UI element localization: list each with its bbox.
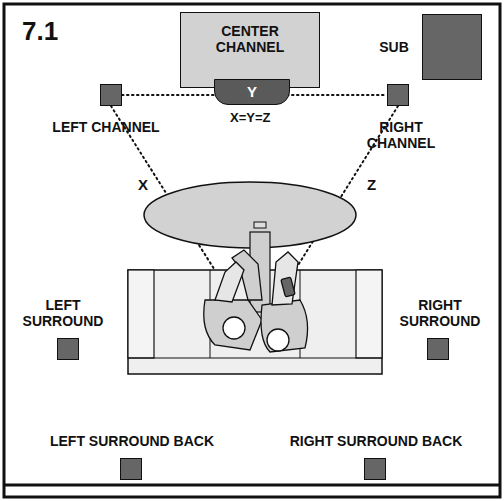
diagram-title: 7.1 bbox=[22, 16, 58, 46]
subwoofer: SUB bbox=[422, 14, 482, 80]
speaker-label: SUB bbox=[371, 39, 417, 55]
speaker: LEFT CHANNEL bbox=[100, 84, 122, 106]
dimension-label: X=Y=Z bbox=[228, 110, 272, 126]
speaker-label: RIGHT CHANNEL bbox=[346, 119, 456, 151]
room-outline bbox=[4, 4, 500, 497]
dimension-label: Z bbox=[365, 176, 378, 194]
speaker-label: LEFT SURROUND bbox=[13, 297, 113, 329]
dimension-label: X bbox=[136, 176, 150, 194]
speaker-label: LEFT SURROUND BACK bbox=[22, 433, 242, 449]
tv-center-channel: CENTER CHANNELY bbox=[180, 12, 320, 88]
speaker: RIGHT SURROUND BACK bbox=[364, 458, 386, 480]
speaker: LEFT SURROUND bbox=[57, 338, 79, 360]
speaker-label: CENTER CHANNEL bbox=[181, 13, 319, 55]
speaker-label: RIGHT SURROUND BACK bbox=[266, 433, 486, 449]
people bbox=[204, 250, 308, 352]
speaker-label: RIGHT SURROUND bbox=[394, 297, 486, 329]
speaker-label: Y bbox=[215, 80, 289, 103]
speaker: RIGHT CHANNEL bbox=[387, 84, 409, 106]
speaker: RIGHT SURROUND bbox=[427, 338, 449, 360]
speaker-label: LEFT CHANNEL bbox=[51, 119, 161, 135]
center-speaker-bar: Y bbox=[214, 79, 290, 105]
speaker: LEFT SURROUND BACK bbox=[120, 458, 142, 480]
room-wall-line bbox=[4, 484, 500, 487]
